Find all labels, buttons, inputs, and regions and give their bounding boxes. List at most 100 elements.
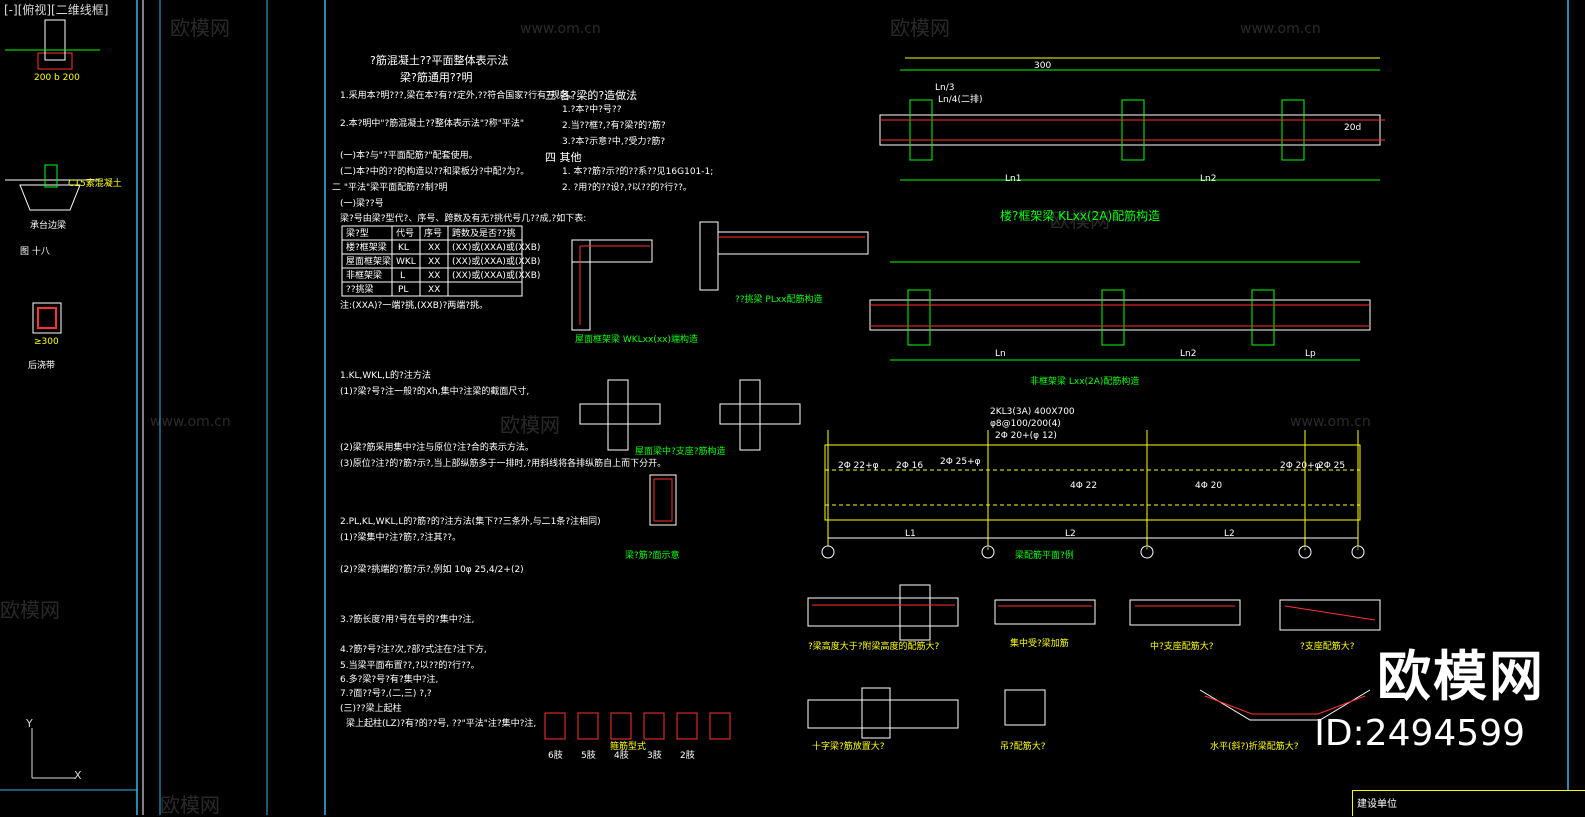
notes-subtitle: 梁?筋通用??明 (400, 71, 473, 84)
plan-label: 4Φ 22 (1070, 481, 1098, 491)
stirrup-name: 3肢 (647, 751, 662, 761)
note-line: 5.当梁平面布置??,?以??的?行??。 (340, 661, 480, 671)
note-line: (3)原位?注?的?筋?示?,当上部纵筋多于一排时,?用斜线将各排纵筋自上而下分… (340, 459, 667, 469)
stirrup-name: 4肢 (614, 751, 629, 761)
note-line: 6.多?梁?号?有?集中?注, (340, 675, 439, 685)
plan-label: 4Φ 20 (1195, 481, 1223, 491)
dim-l1: L1 (905, 529, 916, 539)
stirrup-name: 5肢 (581, 751, 596, 761)
plan-diagram-title: 梁配筋平面?例 (1015, 551, 1074, 561)
left-caption-2: 承台边梁 (30, 221, 67, 231)
table-header: 跨数及是否??挑 (452, 229, 516, 239)
note-line: 4.?筋?号?注?次,?部?式注在?注下方, (340, 645, 487, 655)
title-block: 建设单位 (1352, 790, 1585, 816)
table-cell: PL (398, 285, 409, 295)
bottom-detail-drawings (544, 584, 1381, 740)
note-line: 2.本?明中"?筋混凝土??整体表示法"?称"平法" (340, 119, 525, 129)
table-cell: KL (398, 243, 409, 253)
notes-title: ?筋混凝土??平面整体表示法 (370, 54, 509, 67)
watermark-brand-2: 欧模网 (890, 16, 950, 40)
left-detail-drawings (5, 19, 100, 334)
note-line: (2)梁?筋采用集中?注与原位?注?合的表示方法。 (340, 443, 534, 453)
note-line: (2)?梁?挑端的?筋?示?,例如 10φ 25,4/2+(2) (340, 565, 524, 575)
note-line: (一)梁??号 (340, 199, 384, 209)
table-cell: (XX)或(XXA)或(XXB) (452, 243, 541, 253)
table-cell: WKL (396, 257, 416, 267)
ucs-axis-icon (31, 728, 75, 779)
beam-label: 2KL3(3A) 400X700 (990, 407, 1075, 417)
col-num-4: 4 (1302, 546, 1308, 556)
detail-caption: 集中受?梁加筋 (1010, 639, 1069, 649)
plan-label: 2Φ 16 (896, 461, 924, 471)
plan-label: 2Φ 25+φ (940, 457, 981, 467)
table-cell: 屋面框架梁 (346, 257, 392, 267)
watermark-brand-6: 欧模网 (160, 793, 220, 817)
table-cell: XX (428, 243, 441, 253)
watermark-url-1: www.om.cn (520, 21, 601, 37)
left-caption-1: 图 十八 (20, 247, 50, 257)
right-note-line: 2.当??框?,?有?梁?的?筋? (562, 121, 666, 131)
note-line: 2.PL,KL,WKL,L的?筋?的?注方法(集下??三条外,与二1条?注相同) (340, 517, 601, 527)
table-cell: XX (428, 285, 441, 295)
watermark-brand-large: 欧模网 (1377, 645, 1545, 708)
detail-caption: ?支座配筋大? (1300, 642, 1355, 652)
note-line: 梁?号由梁?型代?、序号、跨数及有无?挑代号几??成,?如下表: (340, 214, 587, 224)
note-line: (1)?梁集中?注?筋?,?注其??。 (340, 533, 462, 543)
viewport-label[interactable]: [-][俯视][二维线框] (4, 3, 109, 17)
detail-caption: ?梁高度大于?附梁高度的配筋大? (808, 642, 940, 652)
watermark-brand-5: 欧模网 (0, 598, 60, 622)
pl-diagram-title: ??挑梁 PLxx配筋构造 (735, 295, 823, 305)
dim-ln1: Ln1 (1005, 174, 1022, 184)
stirrup-name: 2肢 (680, 751, 695, 761)
col-num-1: 1 (825, 546, 831, 556)
note-line: 梁上起柱(LZ)?有?的??号, ??"平法"注?集中?注, (346, 719, 537, 729)
table-cell: L (400, 271, 406, 281)
title-block-label: 建设单位 (1357, 799, 1397, 810)
watermark-brand-4: 欧模网 (500, 413, 560, 437)
axis-y-label: Y (26, 717, 33, 730)
note-line: 注:(XXA)?一端?挑,(XXB)?两端?挑。 (340, 301, 489, 311)
dim-ln2b: Ln2 (1180, 349, 1197, 359)
right-note-line: 2. ?用?的??设?,?以??的?行??。 (562, 183, 692, 193)
kl-diagram-title: 楼?框架梁 KLxx(2A)配筋构造 (1000, 209, 1161, 223)
stirrup-label: φ8@100/200(4) (990, 419, 1061, 429)
dim-lp: Lp (1305, 349, 1316, 359)
col-num-5: 5 (1355, 546, 1361, 556)
note-line: (一)本?与"?平面配筋?"配套使用。 (340, 151, 478, 161)
table-cell: XX (428, 271, 441, 281)
dim-ln: Ln (995, 349, 1006, 359)
dim-l2: L2 (1065, 529, 1076, 539)
left-caption-3: 后浇带 (28, 361, 56, 371)
left-dim-2: ≥300 (34, 337, 59, 347)
detail-caption: 水平(斜?)折梁配筋大? (1210, 742, 1299, 752)
col-num-2: 2 (985, 546, 991, 556)
detail-caption: 箍筋型式 (610, 742, 647, 752)
watermark-id: ID:2494599 (1314, 713, 1525, 754)
detail-caption: 中?支座配筋大? (1150, 642, 1214, 652)
left-dims: 200 b 200 (34, 73, 80, 83)
mid-support-title: 屋面梁中?支座?筋构造 (635, 447, 726, 457)
note-line: 二 "平法"梁平面配筋??制?明 (332, 183, 448, 193)
right-note-line: 3.?本?示意?中,?受力?筋? (562, 137, 666, 147)
note-line: 7.?面??号?,(二,三) ?,? (340, 689, 432, 699)
beam-plan-example (821, 430, 1365, 559)
note-line: (1)?梁?号?注一般?的Xh,集中?注梁的截面尺寸, (340, 387, 530, 397)
plan-label: 2Φ 25 (1318, 461, 1346, 471)
table-cell: XX (428, 257, 441, 267)
watermark-brand-1: 欧模网 (170, 16, 230, 40)
watermark-url-2: www.om.cn (1240, 21, 1321, 37)
top-bar-label: 2Φ 20+(φ 12) (995, 431, 1057, 441)
note-line: 3.?筋长度?用?号在号的?集中?注, (340, 615, 475, 625)
l-diagram-title: 非框架梁 Lxx(2A)配筋构造 (1030, 377, 1140, 387)
table-header: 代号 (396, 229, 415, 239)
dim-l3: L2 (1224, 529, 1235, 539)
detail-caption: 十字梁?筋放置大? (812, 742, 885, 752)
wkl-diagram-title: 屋面框架梁 WKLxx(xx)端构造 (575, 335, 699, 345)
table-header: 梁?型 (346, 229, 369, 239)
plan-label: 2Φ 22+φ (838, 461, 879, 471)
section-diagram-title: 梁?筋?面示意 (625, 551, 680, 561)
watermark-url-3: www.om.cn (150, 414, 231, 430)
kl-beam-diagram (879, 57, 1385, 181)
notes-section-3: 三 各?梁的?造做法 (545, 89, 638, 102)
